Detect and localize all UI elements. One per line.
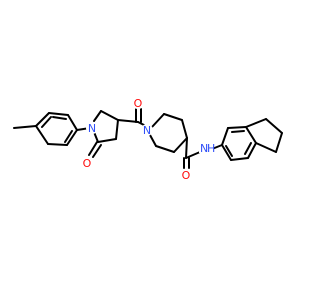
atom-n-piperidine: N (141, 124, 153, 137)
atom-label-o-carboxamide: O (182, 169, 191, 182)
atom-n-pyrrolidine: N (86, 122, 98, 135)
atom-nh-amide: N H (199, 142, 215, 155)
bond-tolyl-double-a (41, 116, 52, 128)
bond-ind-3 (245, 126, 257, 144)
molecule-structure-diagram: N O O N O N H (13, 97, 283, 182)
bond-tolyl-double-b (64, 130, 73, 143)
bond-pyr-carbonyl (117, 119, 139, 123)
bond-pyr-c5-n (93, 110, 102, 122)
bond-pyr-c4-c5 (100, 110, 119, 121)
bond-ind-6 (221, 144, 232, 161)
bond-pip-carboxamide (185, 137, 188, 159)
bond-cp-4 (255, 142, 277, 153)
bond-tolyl-2 (48, 112, 69, 116)
bond-tolyl-3 (67, 114, 78, 131)
bond-pip-c5-c6 (155, 145, 175, 153)
bond-ind-1 (221, 127, 229, 146)
bond-pip-c4-c5 (173, 137, 188, 153)
bond-pip-c2-c3 (163, 113, 183, 121)
bond-ind-5 (230, 157, 249, 161)
atom-label-n-piperidine: N (143, 124, 151, 137)
bond-pyr-c3-c4 (115, 119, 119, 140)
bond-cp-1 (245, 118, 267, 128)
atom-o-ketone: O (132, 97, 144, 110)
atom-labels: N O O N O N H (81, 97, 215, 182)
bond-methyl (13, 125, 37, 129)
bond-lactam-co-a (88, 141, 98, 156)
bond-ind-double-b (244, 142, 252, 155)
bond-cp-3 (275, 132, 283, 153)
bond-ind-double-c (225, 145, 233, 157)
atom-label-h-amide: H (207, 142, 215, 155)
atom-label-o-lactam: O (83, 157, 92, 170)
bond-pip-c3-c4 (181, 119, 188, 139)
bond-tolyl-6 (35, 125, 49, 145)
bond-pip-c6-n (149, 134, 157, 147)
bond-tolyl-1 (35, 112, 50, 127)
bond-carboxamide-n (185, 151, 201, 159)
bond-lactam-co-b (92, 144, 102, 158)
bonds (13, 108, 283, 169)
bond-cp-2 (265, 118, 283, 134)
atom-label-n-pyrrolidine: N (88, 122, 96, 135)
atom-o-carboxamide: O (180, 169, 192, 182)
bond-carbonyl-n (137, 121, 145, 126)
bond-tolyl-4 (66, 129, 78, 146)
bond-ind-2 (227, 126, 247, 129)
bond-tolyl-5 (47, 143, 68, 146)
atom-label-o-ketone: O (134, 97, 143, 110)
bond-ind-double-a (231, 130, 245, 133)
bond-pip-n-c2 (151, 113, 165, 128)
bond-tolyl-double-c (52, 116, 67, 120)
bond-pyr-c2-c3 (97, 138, 117, 143)
atom-o-lactam: O (81, 157, 93, 170)
bond-ind-4 (247, 142, 257, 159)
atom-label-n-amide: N (200, 142, 208, 155)
